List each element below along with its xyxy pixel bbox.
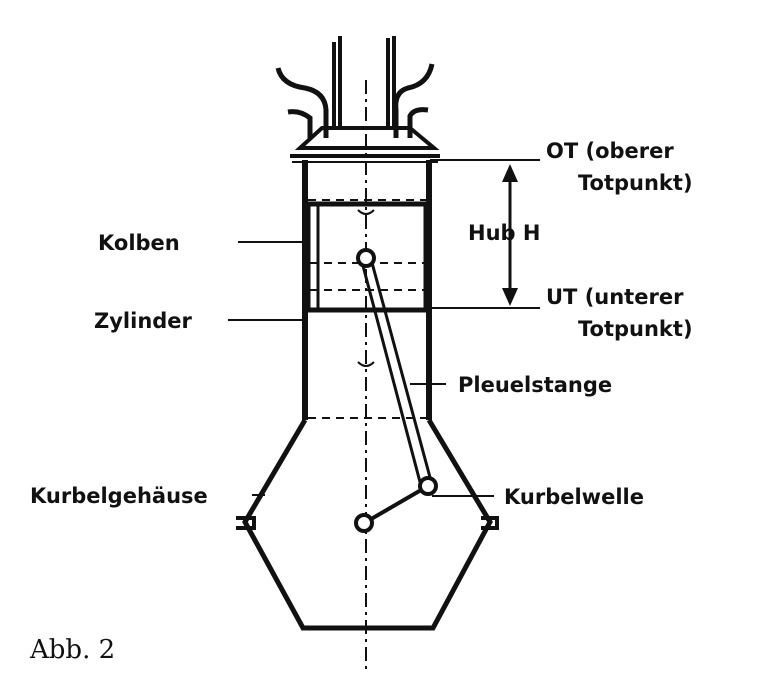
crank-arm xyxy=(364,484,430,524)
pin-mark-ot xyxy=(357,209,375,215)
label-ot-line2: Totpunkt) xyxy=(578,171,693,195)
crank-mechanism xyxy=(354,248,438,533)
crank-pin xyxy=(418,476,438,496)
label-kolben: Kolben xyxy=(98,231,180,255)
crankshaft-center xyxy=(354,513,374,533)
crankcase-flange-right xyxy=(481,516,499,530)
label-ot-line1: OT (oberer xyxy=(546,139,674,163)
label-zylinder: Zylinder xyxy=(94,309,193,333)
exhaust-port-lower xyxy=(407,107,429,138)
intake-port xyxy=(275,67,329,138)
stroke-dimension xyxy=(430,159,540,309)
label-kurbelgehaeuse: Kurbelgehäuse xyxy=(30,484,208,508)
pin-mark-ut xyxy=(357,361,375,367)
figure-caption: Abb. 2 xyxy=(29,635,115,665)
intake-port-lower xyxy=(287,109,313,138)
stroke-arrow-up-head xyxy=(502,164,518,182)
label-kurbelwelle: Kurbelwelle xyxy=(504,485,644,509)
label-ut-line2: Totpunkt) xyxy=(578,317,693,341)
cylinder-head xyxy=(275,36,440,163)
crankcase-flange-left xyxy=(236,516,256,530)
label-pleuelstange: Pleuelstange xyxy=(458,373,612,397)
label-hub: Hub H xyxy=(468,221,540,245)
label-ut-line1: UT (unterer xyxy=(546,285,684,309)
connecting-rod-left xyxy=(360,261,422,483)
crankcase xyxy=(236,418,499,631)
leader-lines xyxy=(228,241,494,497)
connecting-rod-right xyxy=(369,258,433,482)
head-block xyxy=(294,126,440,150)
crankcase-outline xyxy=(242,418,493,631)
piston-pin xyxy=(356,248,376,268)
stroke-arrow-down-head xyxy=(502,288,518,306)
